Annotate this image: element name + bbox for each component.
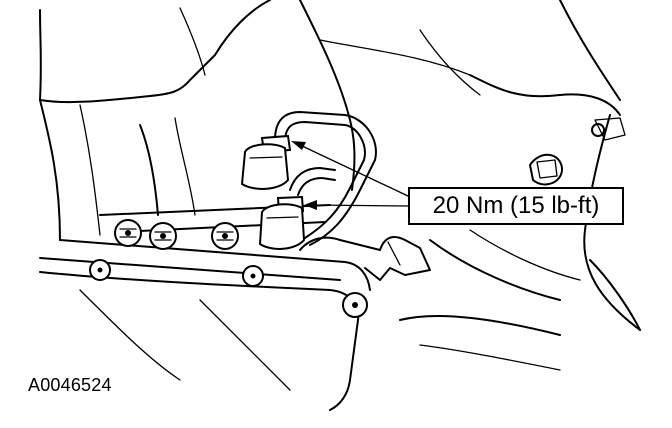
upper-line-fitting [240,134,292,190]
engine-body-outline [39,0,621,241]
torque-callout: 20 Nm (15 lb-ft) [408,187,624,225]
callout-leaders [291,141,409,210]
transmission-housing [399,114,641,371]
figure-id: A0046524 [28,375,112,395]
mounting-bracket [299,236,431,281]
cooler-lines [274,111,377,246]
lower-line-fitting [258,195,306,250]
rail-bolts [89,219,368,318]
